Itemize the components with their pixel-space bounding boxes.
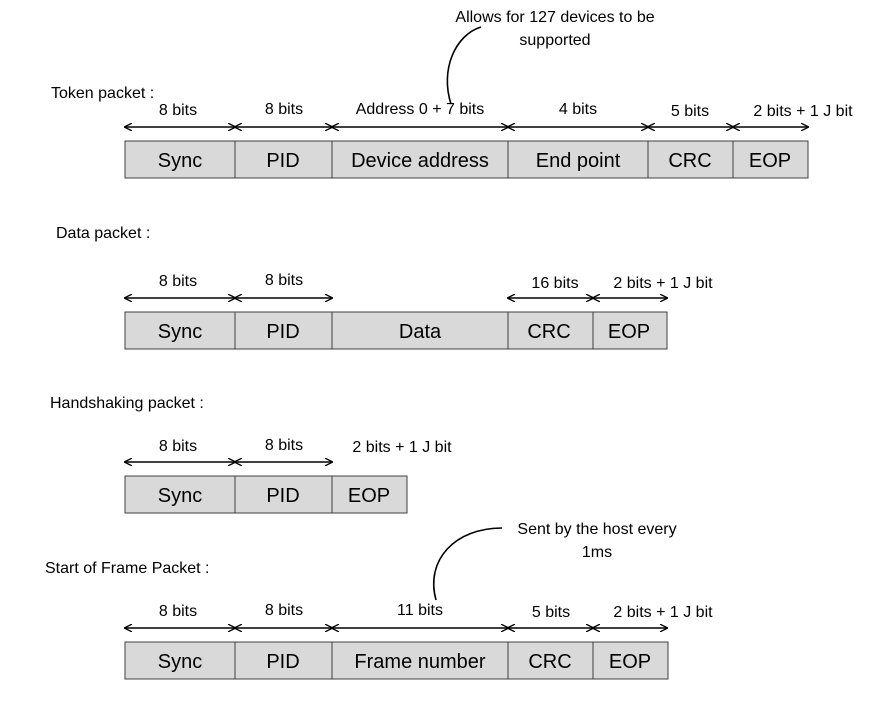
field-box-crc [507,311,594,350]
field-label-pid: PID [266,321,299,343]
callout-text-line-2: supported [519,32,590,49]
field-box-crc [647,140,734,179]
bit-label-sync: 8 bits [159,438,197,455]
token-packet: Token packet : Allows for 127 devices to… [51,9,853,179]
field-label-crc: CRC [668,150,711,172]
field-label-sync: Sync [158,651,202,673]
field-box-pid [234,311,333,350]
packet-title: Token packet : [51,85,154,102]
field-label-pid: PID [266,651,299,673]
sof-callout: Sent by the host every 1ms [433,521,677,601]
field-label-pid: PID [266,485,299,507]
token-callout: Allows for 127 devices to be supported [446,9,655,105]
bit-label-eop: 2 bits + 1 J bit [352,439,452,456]
field-label-eop: EOP [608,321,650,343]
handshaking-packet: Handshaking packet : 8 bits 8 bits 2 bit… [50,395,452,514]
bit-label-sync: 8 bits [159,102,197,119]
start-of-frame-packet: Start of Frame Packet : Sent by the host… [45,521,713,680]
bit-label-pid: 8 bits [265,437,303,454]
bit-label-pid: 8 bits [265,602,303,619]
field-box-data [331,311,509,350]
callout-leader-line [433,527,503,601]
callout-leader-line [446,26,482,105]
callout-text-line-1: Sent by the host every [517,521,676,538]
field-label-data: Data [399,321,442,343]
field-label-frame-number: Frame number [354,651,485,673]
field-label-eop: EOP [749,150,791,172]
callout-text-line-1: Allows for 127 devices to be [455,9,654,26]
field-label-pid: PID [266,150,299,172]
field-label-crc: CRC [528,651,571,673]
field-box-eop [592,311,668,350]
bit-label-pid: 8 bits [265,101,303,118]
bit-label-sync: 8 bits [159,273,197,290]
data-packet: Data packet : 8 bits 8 bits 16 bits 2 bi… [56,225,713,350]
bit-label-crc: 16 bits [531,275,578,292]
field-label-crc: CRC [527,321,570,343]
field-box-eop [732,140,809,179]
field-label-eop: EOP [348,485,390,507]
field-box-end-point [507,140,649,179]
field-box-sync [124,140,236,179]
packet-title: Start of Frame Packet : [45,560,210,577]
bit-label-sync: 8 bits [159,603,197,620]
field-label-eop: EOP [609,651,651,673]
field-label-sync: Sync [158,485,202,507]
field-box-sync [124,311,236,350]
field-box-eop [331,475,408,514]
bit-label-frame-number: 11 bits [397,602,443,619]
packet-title: Data packet : [56,225,150,242]
bit-label-eop: 2 bits + 1 J bit [613,275,713,292]
bit-label-crc: 5 bits [671,103,709,120]
callout-text-line-2: 1ms [582,544,612,561]
field-box-sync [124,641,236,680]
field-box-eop [592,641,669,680]
bit-label-end-point: 4 bits [559,101,597,118]
bit-label-device-address: Address 0 + 7 bits [356,101,485,118]
field-box-frame-number [331,641,509,680]
field-box-sync [124,475,236,514]
field-label-sync: Sync [158,321,202,343]
field-label-device-address: Device address [351,150,489,172]
field-label-end-point: End point [536,150,621,172]
packet-title: Handshaking packet : [50,395,204,412]
field-label-sync: Sync [158,150,202,172]
field-box-pid [234,641,333,680]
bit-label-crc: 5 bits [532,604,570,621]
field-box-pid [234,475,333,514]
field-box-crc [507,641,594,680]
bit-label-eop: 2 bits + 1 J bit [613,604,713,621]
bit-label-pid: 8 bits [265,272,303,289]
bit-label-eop: 2 bits + 1 J bit [753,103,853,120]
